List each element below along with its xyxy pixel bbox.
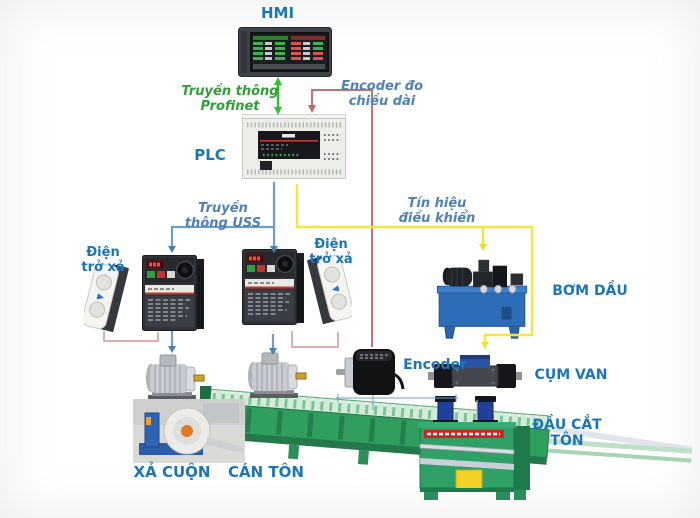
motor1-image <box>138 352 206 402</box>
uss-link-label: Truyền thông USS <box>184 201 262 231</box>
hmi-image <box>238 27 332 77</box>
resistor-link-lines <box>103 331 339 348</box>
motor2-image <box>240 350 308 400</box>
hmi-label: HMI <box>260 4 295 22</box>
vfd2-image <box>242 247 306 327</box>
oil-pump-label: BƠM DẦU <box>552 283 628 299</box>
oil-pump-image <box>432 252 532 342</box>
valve-cluster-label: CỤM VAN <box>534 367 608 383</box>
uncoiler-photo <box>133 399 245 463</box>
roll-former-label: CÁN TÔN <box>228 463 304 481</box>
control-signal-label: Tín hiệu điều khiển <box>398 196 476 226</box>
vfd1-image <box>142 253 206 333</box>
profinet-link-label: Truyền thông Profinet <box>181 84 279 114</box>
hmi-screen-graphic <box>238 27 332 77</box>
cutter-head-label: ĐẦU CẮT TÔN <box>532 417 602 449</box>
valve-image <box>428 352 522 400</box>
brake-resistor2-label: Điện trở xả <box>309 237 353 267</box>
plc-image <box>242 114 346 182</box>
encoder-label: Encoder <box>403 357 467 373</box>
plc-label: PLC <box>194 146 226 164</box>
brake-resistor1-label: Điện trở xả <box>81 245 125 275</box>
brake-resistor1-image <box>84 260 132 338</box>
uncoiler-label: XẢ CUỘN <box>133 463 211 481</box>
encoder-length-label: Encoder đo chiều dài <box>340 79 424 109</box>
cutter-head-image <box>416 394 536 512</box>
encoder-image <box>336 346 406 398</box>
